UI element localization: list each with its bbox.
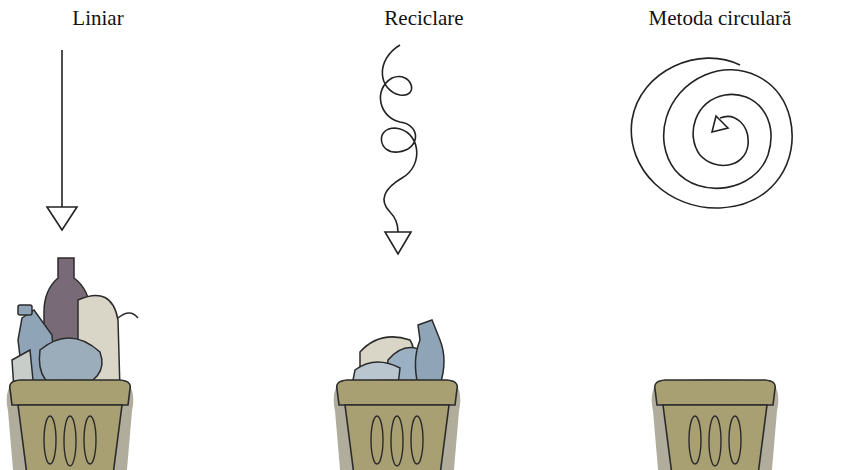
column-title: Metoda circulară — [649, 6, 792, 31]
squiggle-arrow — [380, 45, 416, 254]
trash-contents — [12, 258, 138, 390]
trash-contents — [352, 320, 444, 385]
spiral-arrow — [631, 58, 792, 208]
straight-arrow — [47, 50, 77, 230]
column-title: Reciclare — [384, 6, 463, 31]
column-title: Liniar — [72, 6, 123, 31]
